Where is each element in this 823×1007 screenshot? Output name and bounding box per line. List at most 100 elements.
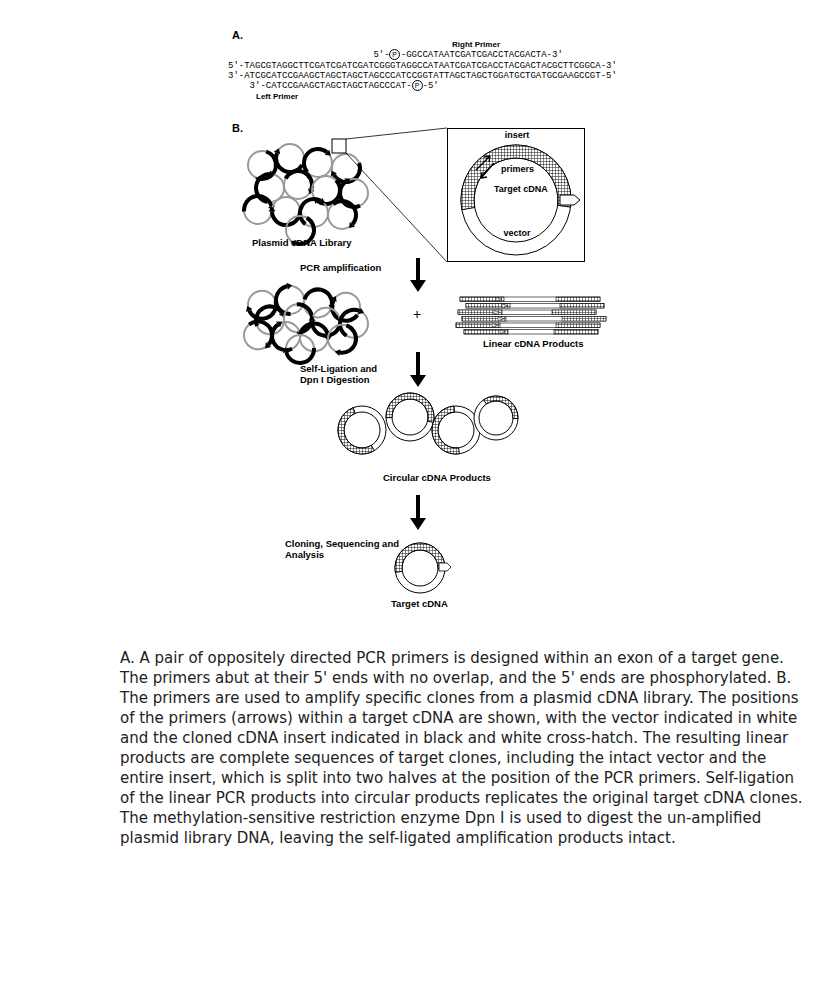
plasmid-symbol (328, 324, 358, 356)
panel-letter: A. (232, 29, 243, 42)
part-label: primers (501, 165, 534, 175)
primer-name: Right Primer (452, 40, 500, 49)
step-label: Target cDNA (391, 599, 448, 610)
insert-arc (270, 323, 293, 352)
insert-half (464, 330, 508, 335)
linear-product (458, 310, 596, 315)
linear-product (456, 323, 600, 328)
insert-arc (248, 319, 274, 346)
insert-arc (270, 211, 302, 227)
vector-bar (466, 304, 604, 309)
primer-arrow (498, 317, 504, 321)
phosphate-label: P (415, 82, 420, 90)
process-arrow (410, 352, 426, 387)
insert-ring (395, 543, 445, 572)
primer-arrow (481, 163, 494, 178)
vector-ring (461, 145, 571, 255)
circular-product (338, 406, 386, 454)
primer-arrow (500, 330, 506, 334)
arrowhead (410, 375, 426, 387)
part-label: Target cDNA (494, 185, 548, 195)
zoom-square (332, 139, 346, 153)
primer-arrow (476, 156, 490, 170)
arrowhead (346, 222, 355, 230)
insert-half (554, 330, 598, 335)
primer-sequence: -GGCCATAATCGATCGACCTACGACTA-3' (401, 51, 563, 60)
primer-sequence: 3'-CATCCGAAGCTAGCTAGCTAGCCCAT- (250, 82, 412, 91)
insert-half (552, 310, 596, 315)
step-label: Circular cDNA Products (383, 473, 491, 484)
insert-half (556, 323, 600, 328)
plasmid-symbol (242, 194, 276, 224)
arrowhead (276, 319, 284, 328)
plasmid-symbol (282, 335, 316, 365)
vector-bar (456, 323, 600, 328)
step-label: Linear cDNA Products (483, 339, 583, 350)
process-arrow (410, 258, 426, 292)
insert-half (560, 304, 604, 309)
insert-arc (338, 308, 360, 338)
linear-product (462, 317, 606, 322)
arrowhead (262, 342, 271, 350)
plasmid-symbol (268, 197, 301, 227)
target-marker (439, 563, 451, 571)
primer-arrow (502, 304, 508, 308)
linear-product (460, 297, 600, 302)
insert-arc (332, 199, 358, 226)
plasmid-symbol (328, 199, 358, 230)
phosphate-circle: P (389, 49, 400, 60)
inset-plasmid (461, 145, 571, 255)
arrowhead (410, 518, 426, 530)
linear-product (464, 330, 598, 335)
insert-ring (461, 145, 571, 210)
primer-name: Left Primer (256, 92, 298, 101)
arrowhead (330, 294, 339, 302)
arrowhead (282, 346, 290, 352)
arrowhead (274, 147, 282, 154)
insert-half (556, 297, 600, 302)
insert-arc (339, 324, 358, 355)
arrowhead (410, 280, 426, 292)
zoom-leader (346, 128, 447, 262)
vector-ring (338, 406, 386, 454)
step-label: Self-Ligation and Dpn I Digestion (300, 364, 392, 386)
strand-end: -5' (423, 82, 439, 91)
arrowhead (319, 198, 327, 207)
target-plasmid (395, 543, 445, 593)
arrowhead (287, 282, 293, 290)
arrowhead (309, 316, 316, 321)
insert-half (456, 323, 500, 328)
circular-product (386, 393, 434, 441)
insert-half (460, 297, 504, 302)
plasmid-symbol (244, 319, 274, 350)
insert-arc (284, 348, 316, 365)
linear-product (466, 304, 604, 309)
vector-bar (458, 310, 596, 315)
step-label: Cloning, Sequencing and Analysis (285, 539, 413, 561)
arrow-shaft (416, 495, 420, 520)
vector-bar (460, 297, 600, 302)
part-label: insert (505, 131, 530, 141)
strand-end: 5'- (373, 51, 389, 60)
panel-letter: B. (232, 122, 243, 135)
insert-arc (302, 147, 328, 173)
arrowhead (270, 171, 275, 178)
vector-ring (474, 396, 518, 440)
arrowhead (268, 206, 275, 211)
arrowhead (334, 348, 340, 356)
part-label: vector (503, 229, 530, 239)
target-marker (560, 195, 580, 205)
circular-product (432, 406, 480, 454)
insert-ring (386, 393, 434, 422)
process-arrow (410, 495, 426, 530)
vector-ring (395, 543, 445, 593)
insert-arc (303, 287, 334, 305)
arrowhead (344, 176, 352, 185)
insert-half (458, 310, 502, 315)
plus-sign: + (413, 306, 421, 322)
vector-bar (464, 330, 598, 335)
circular-product (474, 396, 518, 440)
step-label: Plasmid cDNA Library (252, 238, 351, 249)
primer-arrow (492, 324, 498, 328)
